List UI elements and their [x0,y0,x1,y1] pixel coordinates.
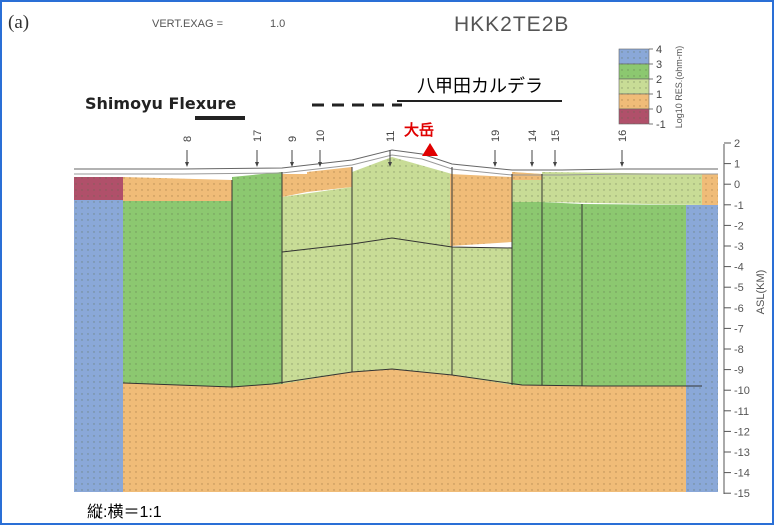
scale-note: 縦:横＝1:1 [87,504,162,521]
station-label: 9 [287,136,299,142]
panel-label: (a) [8,12,30,33]
station-arrow-icon [290,162,294,167]
legend-tick-label: 3 [656,59,662,71]
legend-tick-label: 2 [656,74,662,86]
depth-tick-label: 0 [734,179,740,191]
legend-tick-label: 0 [656,104,662,116]
station-arrow-icon [620,162,624,167]
depth-tick-label: 2 [734,138,740,150]
depth-tick-label: -5 [734,282,744,294]
dot-texture [542,202,582,386]
depth-axis-label: ASL(KM) [755,270,767,315]
depth-tick-label: -6 [734,303,744,315]
legend-swatch-texture [619,109,649,124]
dot-texture [582,204,702,386]
depth-tick-label: -8 [734,344,744,356]
depth-tick-label: -2 [734,220,744,232]
dot-texture [282,244,352,384]
depth-tick-label: -7 [734,323,744,335]
station-label: 17 [252,130,264,142]
dot-texture [232,172,282,190]
dot-texture [123,369,702,492]
topography-line [74,149,718,171]
boundary-line [281,237,513,253]
station-label: 10 [315,130,327,142]
dot-texture [512,202,542,385]
dot-texture [74,200,123,492]
depth-tick-label: -3 [734,241,744,253]
station-arrow-icon [530,162,534,167]
topography-line-2 [74,154,718,176]
station-arrow-icon [388,162,392,167]
vert-exag-label: VERT.EXAG = [152,18,224,30]
dot-texture [452,247,512,385]
peak-label: 大岳 [404,122,435,139]
depth-tick-label: -15 [734,488,750,500]
dot-texture [123,201,232,387]
dot-texture [352,238,452,375]
dot-texture [282,174,307,197]
depth-tick-label: -13 [734,447,750,459]
dot-texture [74,177,123,200]
legend-swatch-texture [619,94,649,109]
depth-tick-label: -10 [734,385,750,397]
legend-tick-label: 1 [656,89,662,101]
depth-tick-label: -11 [734,406,749,418]
station-label: 11 [385,131,397,142]
legend-swatch-texture [619,49,649,64]
station-label: 16 [617,130,629,142]
legend-title: Log10 RES.(ohm-m) [674,46,684,129]
depth-tick-label: -1 [734,200,744,212]
depth-tick-label: -9 [734,365,744,377]
profile-id: HKK2TE2B [454,13,570,36]
depth-tick-label: -14 [734,468,750,480]
station-arrow-icon [493,162,497,167]
peak-triangle-icon [422,143,438,156]
station-arrow-icon [553,162,557,167]
flexure-label: Shimoyu Flexure [85,94,237,113]
station-label: 14 [527,130,539,142]
dot-texture [702,174,718,205]
boundary-line [122,368,702,388]
legend-tick-label: -1 [656,119,666,131]
legend-swatch-texture [619,64,649,79]
station-label: 8 [182,136,194,142]
dot-texture [232,182,282,387]
dot-texture [450,174,512,246]
dot-texture [686,205,718,492]
section-body [74,149,718,492]
dot-texture [282,157,452,252]
station-arrow-icon [255,162,259,167]
depth-axis: 2 1 0 -1 -2 -3 -4 -5 -6 -7 -8 -9 -10 -11 -12 -13 -14 -15 A… [723,138,767,500]
depth-tick-label: -12 [734,426,750,438]
dot-texture [542,172,702,205]
depth-tick-label: -4 [734,262,744,274]
station-markers: 8 17 9 10 11 19 14 15 16 [182,130,629,167]
dot-texture [307,167,352,192]
legend-swatch-texture [619,79,649,94]
station-arrow-icon [318,162,322,167]
legend-tick-label: 4 [656,44,662,56]
depth-tick-label: 1 [734,159,740,171]
station-label: 19 [490,130,502,142]
vert-exag-value: 1.0 [270,18,286,30]
caldera-label: 八甲田カルデラ [417,76,543,96]
station-label: 15 [550,130,562,142]
dot-texture [512,172,542,180]
station-arrow-icon [185,162,189,167]
scale-note-box [78,493,237,521]
legend: 4 3 2 1 0 -1 Log10 RES.(ohm-m) [618,44,684,131]
dot-texture [123,177,232,201]
